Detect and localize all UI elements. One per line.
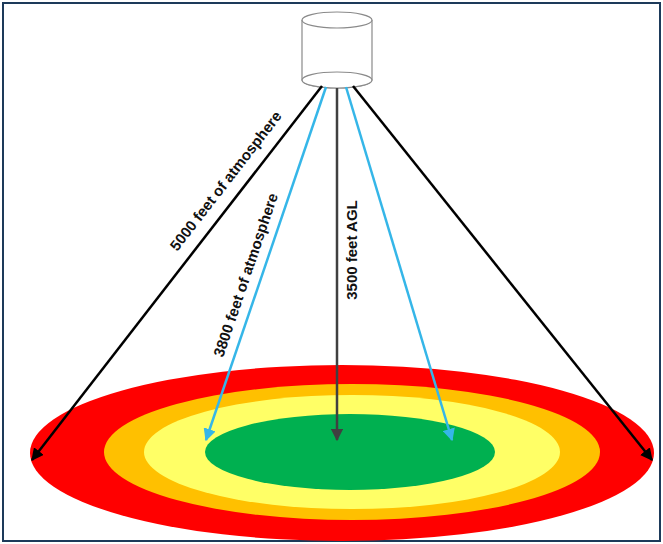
outer-ring	[30, 365, 654, 541]
orange-ring	[104, 384, 600, 520]
height-label: 3500 feet AGL	[343, 200, 361, 300]
view-rays	[32, 86, 652, 460]
center-spot	[205, 414, 495, 490]
yellow-ring	[144, 395, 560, 509]
footprint-rings	[30, 365, 654, 541]
sensor-can	[302, 12, 372, 88]
